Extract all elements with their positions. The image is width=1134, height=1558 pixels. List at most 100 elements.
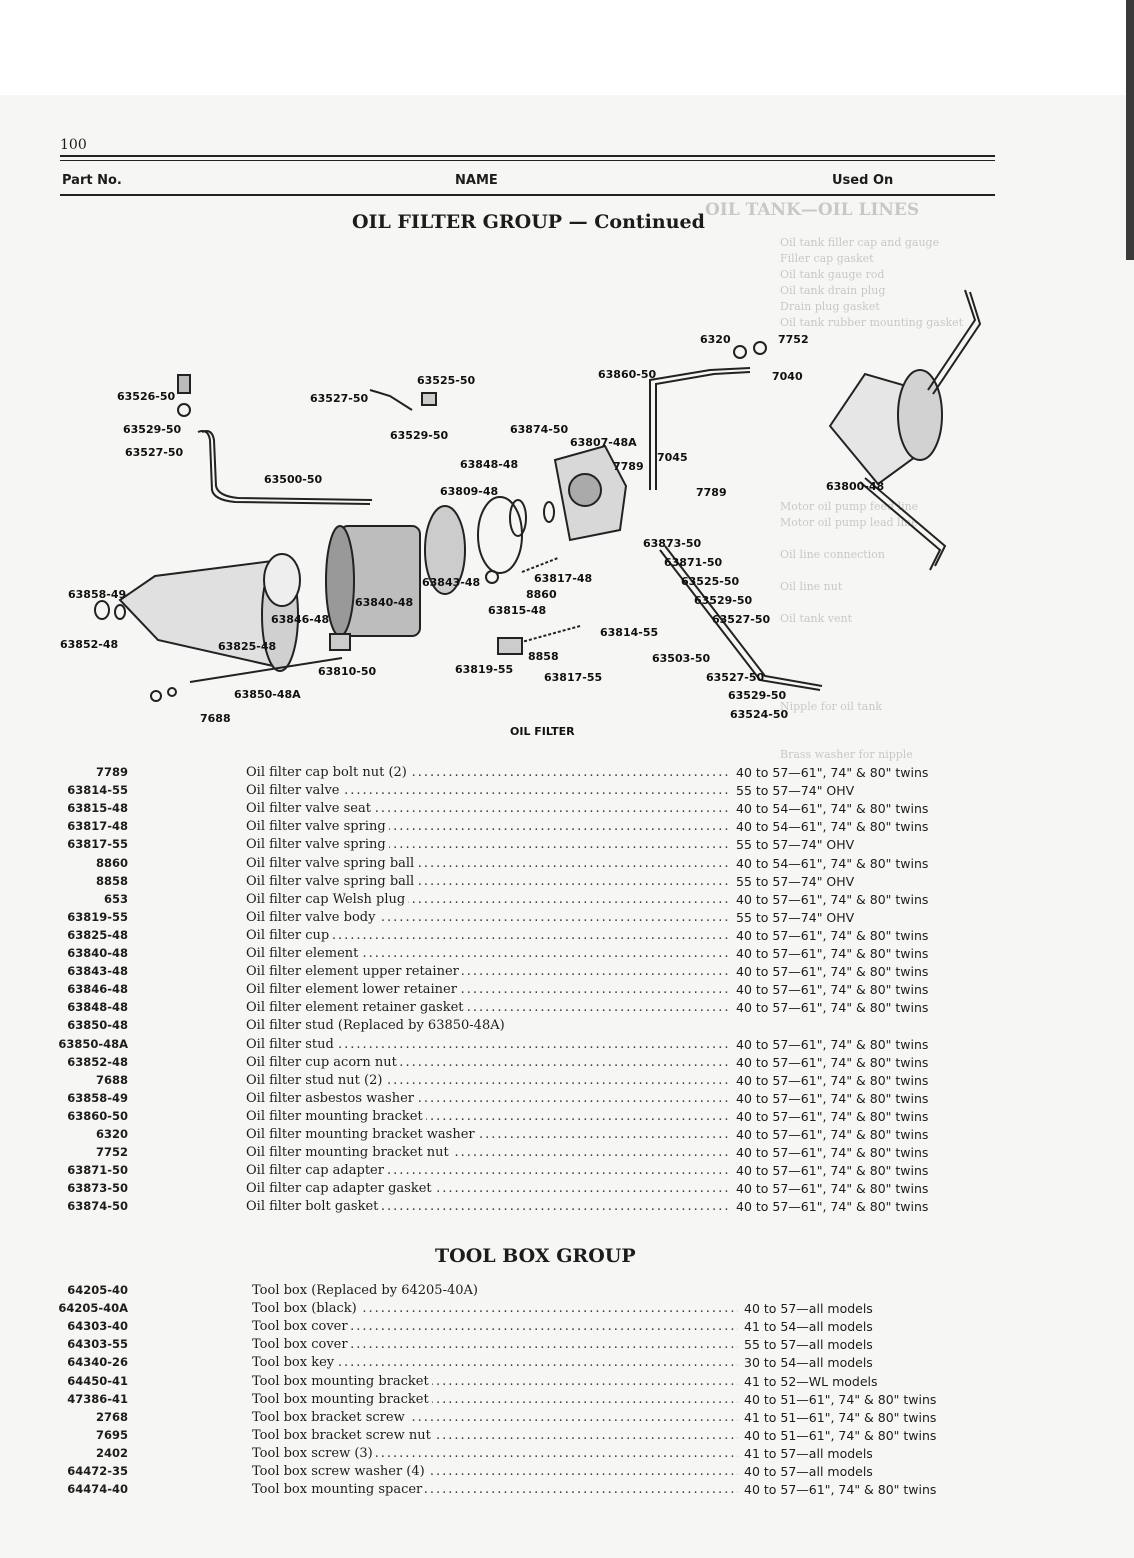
part-name: Oil filter cap adapter gasket bbox=[246, 1181, 435, 1197]
part-number: 64303-40 bbox=[67, 1319, 128, 1334]
part-name: Tool box mounting bracket bbox=[252, 1391, 432, 1407]
part-name-cell: ........................................… bbox=[252, 1355, 738, 1371]
part-name: Oil filter valve spring bbox=[246, 837, 389, 853]
used-on: 40 to 57—61", 74" & 80" twins bbox=[736, 765, 929, 780]
callout: 7040 bbox=[772, 370, 803, 383]
part-number: 63850-48 bbox=[67, 1018, 128, 1033]
table-row: 2402....................................… bbox=[0, 1445, 1134, 1464]
part-number: 63825-48 bbox=[67, 927, 128, 942]
part-name: Oil filter cup bbox=[246, 927, 333, 943]
part-name-cell: ........................................… bbox=[246, 873, 730, 889]
leader-dots: ........................................… bbox=[246, 946, 730, 961]
table-row: 64472-35................................… bbox=[0, 1464, 1134, 1482]
callout: 7789 bbox=[696, 486, 727, 499]
part-name-cell: ........................................… bbox=[252, 1373, 738, 1389]
part-name-cell: ........................................… bbox=[252, 1482, 738, 1498]
part-name-cell: ........................................… bbox=[246, 1054, 730, 1070]
part-name: Tool box screw washer (4) bbox=[252, 1464, 428, 1479]
part-name-cell: ........................................… bbox=[246, 891, 730, 907]
table-row: 7789....................................… bbox=[0, 765, 1134, 783]
used-on: 40 to 57—61", 74" & 80" twins bbox=[736, 1199, 929, 1215]
part-name-cell: ........................................… bbox=[252, 1464, 738, 1479]
leader-dots: ........................................… bbox=[252, 1301, 738, 1317]
table-row: 64450-41................................… bbox=[0, 1373, 1134, 1392]
callout: 63860-50 bbox=[598, 368, 656, 381]
table-row: 63860-50................................… bbox=[0, 1108, 1134, 1127]
table-row: 7752....................................… bbox=[0, 1145, 1134, 1163]
tool-box-group-title: TOOL BOX GROUP bbox=[435, 1245, 636, 1267]
part-name-cell: ........................................… bbox=[246, 946, 730, 961]
part-number: 64205-40 bbox=[67, 1283, 128, 1297]
part-number: 7695 bbox=[95, 1427, 128, 1442]
used-on: 40 to 57—61", 74" & 80" twins bbox=[744, 1482, 937, 1498]
part-name: Tool box screw (3) bbox=[252, 1445, 376, 1461]
part-name-cell: ........................................… bbox=[246, 927, 730, 943]
callout: 63526-50 bbox=[117, 390, 175, 403]
bleed-line: Oil line nut bbox=[780, 580, 843, 593]
part-name-cell: ........................................… bbox=[246, 783, 730, 799]
part-name: Oil filter cap Welsh plug bbox=[246, 891, 409, 907]
part-number: 653 bbox=[103, 891, 128, 906]
part-name: Tool box mounting bracket bbox=[252, 1373, 432, 1389]
part-number: 63843-48 bbox=[67, 964, 128, 979]
table-row: 63873-50................................… bbox=[0, 1181, 1134, 1199]
table-row: 653.....................................… bbox=[0, 891, 1134, 910]
callout: 63525-50 bbox=[417, 374, 475, 387]
table-row: 63840-48................................… bbox=[0, 946, 1134, 964]
part-name-cell: ........................................… bbox=[246, 982, 730, 998]
bleed-line: Oil tank vent bbox=[780, 612, 853, 625]
bleed-line: Oil line connection bbox=[780, 548, 885, 561]
part-number: 7789 bbox=[95, 765, 128, 779]
bleed-line: Motor oil pump lead line bbox=[780, 516, 918, 529]
callout: 63815-48 bbox=[488, 604, 546, 617]
part-number: 63814-55 bbox=[67, 783, 128, 798]
used-on: 41 to 51—61", 74" & 80" twins bbox=[744, 1409, 937, 1425]
column-header-used-on: Used On bbox=[832, 173, 894, 188]
table-row: 47386-41................................… bbox=[0, 1391, 1134, 1410]
page-number: 100 bbox=[60, 137, 87, 153]
part-name: Oil filter element upper retainer bbox=[246, 964, 462, 980]
callout: 63529-50 bbox=[390, 429, 448, 442]
callout: 63874-50 bbox=[510, 423, 568, 436]
part-name: Oil filter mounting bracket bbox=[246, 1108, 426, 1124]
part-name-cell: ........................................… bbox=[246, 1072, 730, 1088]
callout: 63817-55 bbox=[544, 671, 602, 684]
part-name: Tool box bracket screw bbox=[252, 1409, 408, 1425]
part-name: Oil filter cap adapter bbox=[246, 1163, 387, 1179]
used-on: 55 to 57—all models bbox=[744, 1337, 873, 1353]
part-number: 47386-41 bbox=[67, 1391, 128, 1406]
part-name-cell: ........................................… bbox=[252, 1319, 738, 1335]
used-on: 40 to 54—61", 74" & 80" twins bbox=[736, 801, 929, 817]
used-on: 40 to 57—61", 74" & 80" twins bbox=[736, 1072, 929, 1088]
part-name: Tool box (black) bbox=[252, 1301, 360, 1317]
scanned-page bbox=[0, 95, 1134, 1558]
used-on: 30 to 54—all models bbox=[744, 1355, 873, 1371]
leader-dots: ........................................… bbox=[252, 1319, 738, 1335]
part-name: Oil filter stud bbox=[246, 1036, 337, 1052]
leader-dots: ........................................… bbox=[252, 1337, 738, 1353]
part-number: 63874-50 bbox=[67, 1199, 128, 1214]
table-row: 63858-49................................… bbox=[0, 1090, 1134, 1109]
bleed-line: Oil tank filler cap and gauge bbox=[780, 236, 940, 249]
used-on: 40 to 57—all models bbox=[744, 1301, 873, 1317]
callout: 8860 bbox=[526, 588, 557, 601]
callout: 63524-50 bbox=[730, 708, 788, 721]
used-on: 41 to 52—WL models bbox=[744, 1373, 878, 1389]
callout: 6320 bbox=[700, 333, 731, 346]
callout: 63527-50 bbox=[712, 613, 770, 626]
callout: 63527-50 bbox=[706, 671, 764, 684]
table-row: 63843-48................................… bbox=[0, 964, 1134, 982]
leader-dots: ........................................… bbox=[252, 1355, 738, 1371]
part-name: Oil filter element bbox=[246, 946, 362, 961]
used-on: 40 to 57—61", 74" & 80" twins bbox=[736, 1054, 929, 1070]
part-number: 7688 bbox=[95, 1072, 128, 1087]
part-number: 64340-26 bbox=[67, 1355, 128, 1370]
used-on: 40 to 57—61", 74" & 80" twins bbox=[736, 982, 929, 998]
used-on: 40 to 57—61", 74" & 80" twins bbox=[736, 1108, 929, 1124]
part-name-cell: ........................................… bbox=[252, 1391, 738, 1407]
bleed-line: Oil tank gauge rod bbox=[780, 268, 885, 281]
part-number: 8860 bbox=[95, 855, 128, 870]
used-on: 40 to 57—61", 74" & 80" twins bbox=[736, 1163, 929, 1179]
part-number: 64205-40A bbox=[58, 1301, 128, 1316]
